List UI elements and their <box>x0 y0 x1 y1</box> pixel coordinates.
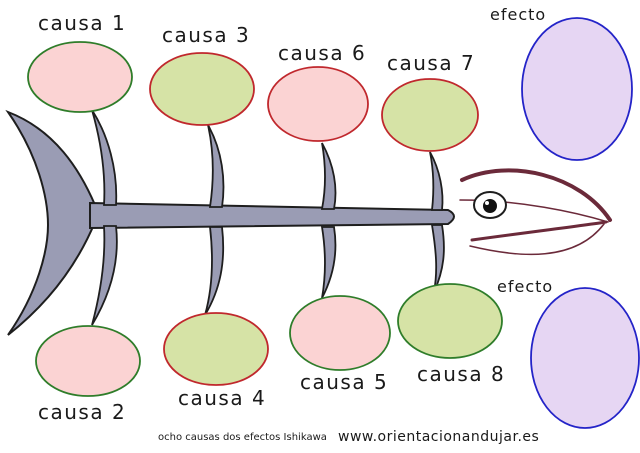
eye-icon <box>473 191 507 219</box>
cause-box-2[interactable] <box>35 325 141 397</box>
cause-box-8[interactable] <box>397 283 503 359</box>
rib-lower-4 <box>430 224 445 293</box>
effect-label-1: efecto <box>490 5 546 24</box>
cause-box-4[interactable] <box>163 312 269 386</box>
rib-upper-2 <box>207 124 225 208</box>
cause-label-1: causa 1 <box>38 11 126 35</box>
cause-box-5[interactable] <box>289 295 391 371</box>
cause-label-3: causa 3 <box>162 23 250 47</box>
effect-box-2[interactable] <box>530 287 640 429</box>
footer-caption: ocho causas dos efectos Ishikawa <box>158 432 327 443</box>
cause-label-2: causa 2 <box>38 400 126 424</box>
rib-upper-4 <box>429 151 444 211</box>
cause-label-7: causa 7 <box>387 51 475 75</box>
rib-lower-2 <box>204 226 225 316</box>
footer-url[interactable]: www.orientacionandujar.es <box>338 429 539 445</box>
rib-lower-3 <box>320 226 337 299</box>
cause-box-7[interactable] <box>381 78 479 152</box>
fish-tail <box>5 109 96 336</box>
cause-label-5: causa 5 <box>300 370 388 394</box>
cause-box-3[interactable] <box>149 52 255 126</box>
effect-box-1[interactable] <box>521 17 633 161</box>
cause-label-6: causa 6 <box>278 41 366 65</box>
fish-spine <box>89 201 455 230</box>
effect-label-2: efecto <box>497 277 553 296</box>
rib-upper-1 <box>91 109 118 206</box>
rib-lower-1 <box>91 225 118 326</box>
cause-label-4: causa 4 <box>178 386 266 410</box>
cause-box-1[interactable] <box>27 41 133 113</box>
cause-label-8: causa 8 <box>417 362 505 386</box>
rib-upper-3 <box>320 142 337 210</box>
cause-box-6[interactable] <box>267 66 369 142</box>
